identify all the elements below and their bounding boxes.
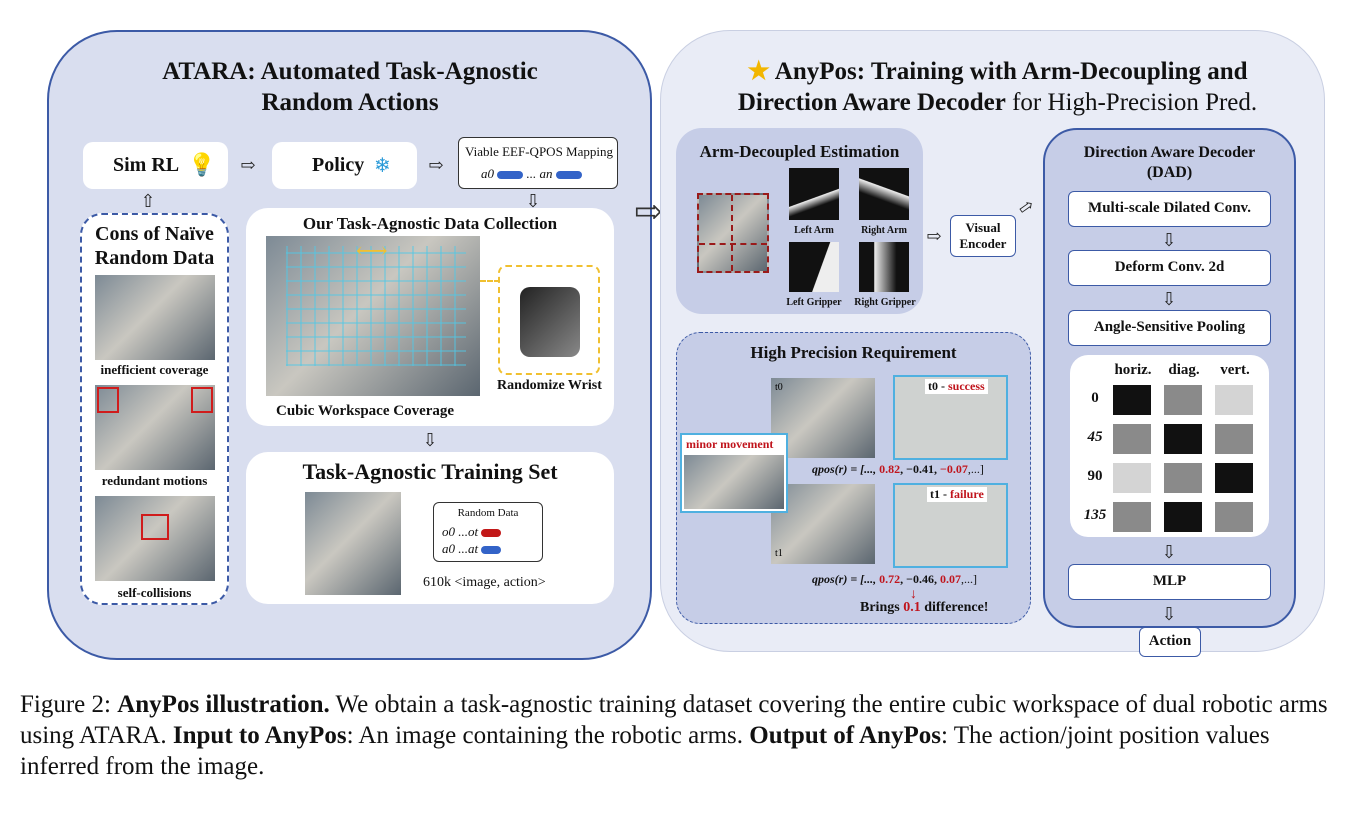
pool-cell — [1164, 424, 1202, 454]
training-stack-image — [305, 492, 401, 595]
cons-image-2 — [95, 385, 215, 470]
action-box: Action — [1139, 627, 1201, 657]
pool-cell — [1215, 424, 1253, 454]
arrow-down-icon: ↓ — [910, 587, 917, 602]
pool-cell — [1215, 385, 1253, 415]
qpos-t1: qpos(r) = [..., 0.72, −0.46, 0.07,...] — [812, 572, 978, 586]
pool-cell — [1113, 424, 1151, 454]
cons-label: self-collisions — [117, 585, 192, 600]
cubic-workspace-image: ⟷ — [266, 236, 480, 396]
t0-image: t0 — [771, 378, 875, 458]
arrow-right-icon: ⇨ — [926, 226, 942, 246]
viable-mapping-box: Viable EEF-QPOS Mapping a0 ... an — [458, 137, 618, 189]
qpos-t0: qpos(r) = [..., 0.82, −0.41, −0.07,...] — [812, 462, 984, 476]
anypos-title: ★ AnyPos: Training with Arm-Decoupling a… — [737, 58, 1258, 116]
wrist-image — [498, 265, 600, 375]
t0-zoom-image: t0 - success — [893, 375, 1008, 460]
action-pill — [497, 171, 524, 180]
data-collection-title: Our Task-Agnostic Data Collection — [302, 214, 558, 233]
pool-cell — [1215, 502, 1253, 532]
high-precision-title: High Precision Requirement — [750, 343, 957, 362]
arrow-right-icon: ⇨ — [634, 194, 663, 231]
policy-label: Policy — [312, 154, 365, 176]
left-arm-mask — [789, 168, 839, 220]
mask-label: Right Arm — [861, 225, 907, 236]
right-arm-mask — [859, 168, 909, 220]
input-image — [697, 193, 769, 273]
action-row: a0 ...at — [442, 541, 479, 556]
pool-col-header: horiz. — [1114, 362, 1152, 378]
arrow-down-icon: ⇩ — [1161, 604, 1177, 624]
pool-row-header: 135 — [1083, 507, 1107, 523]
dataset-count: 610k <image, action> — [423, 575, 546, 590]
training-set-title: Task-Agnostic Training Set — [302, 459, 558, 484]
minor-movement-box: minor movement — [680, 433, 788, 513]
cons-image-1 — [95, 275, 215, 360]
an-label: an — [539, 166, 553, 181]
sim-rl-label: Sim RL — [113, 154, 180, 176]
arrow-down-icon: ⇩ — [1161, 289, 1177, 309]
arrow-down-icon: ⇩ — [422, 430, 438, 450]
brings-difference: Brings 0.1 difference! — [860, 600, 989, 615]
random-data-box: Random Data o0 ...ot a0 ...at — [433, 502, 543, 562]
cubic-coverage-label: Cubic Workspace Coverage — [276, 403, 455, 419]
pool-row-header: 90 — [1087, 468, 1103, 484]
dad-title: Direction Aware Decoder(DAD) — [1083, 144, 1256, 181]
sim-rl-box: Sim RL 💡 — [83, 142, 228, 189]
t1-zoom-image: t1 - failure — [893, 483, 1008, 568]
random-data-label: Random Data — [457, 507, 519, 519]
deform-conv-box: Deform Conv. 2d — [1068, 250, 1271, 286]
mlp-box: MLP — [1068, 564, 1271, 600]
cons-label: inefficient coverage — [100, 362, 209, 377]
arrow-right-icon: ⇨ — [428, 155, 444, 175]
cons-label: redundant motions — [101, 473, 208, 488]
pool-cell — [1164, 502, 1202, 532]
pool-row-header: 45 — [1087, 429, 1103, 445]
mask-label: Left Arm — [794, 225, 834, 236]
arrow-down-icon: ⇩ — [525, 191, 541, 211]
mask-label: Right Gripper — [854, 297, 916, 308]
angle-pooling-box: Angle-Sensitive Pooling — [1068, 310, 1271, 346]
pool-cell — [1113, 463, 1151, 493]
arrow-down-icon: ⇩ — [1161, 230, 1177, 250]
randomize-wrist-label: Randomize Wrist — [497, 378, 602, 393]
a0-label: a0 — [481, 166, 494, 181]
pool-cell — [1215, 463, 1253, 493]
obs-row: o0 ...ot — [442, 524, 479, 539]
pool-cell — [1113, 385, 1151, 415]
right-gripper-mask — [859, 242, 909, 292]
pool-cell — [1164, 463, 1202, 493]
pool-cell — [1113, 502, 1151, 532]
figure-caption: Figure 2: AnyPos illustration. We obtain… — [20, 691, 1328, 780]
left-gripper-mask — [789, 242, 839, 292]
double-arrow-icon: ⟷ — [356, 238, 388, 263]
pool-row-header: 0 — [1091, 390, 1099, 406]
t1-image: t1 — [771, 484, 875, 564]
arrow-right-icon: ⇨ — [240, 155, 256, 175]
dilated-conv-box: Multi-scale Dilated Conv. — [1068, 191, 1271, 227]
arrow-down-icon: ⇩ — [1161, 542, 1177, 562]
pool-col-header: vert. — [1220, 362, 1250, 378]
action-pill — [555, 171, 582, 180]
viable-mapping-label: Viable EEF-QPOS Mapping — [465, 144, 613, 159]
snowflake-icon: ❄ — [374, 155, 391, 177]
arm-decoupled-title: Arm-Decoupled Estimation — [699, 142, 900, 161]
arrow-up-icon: ⇧ — [140, 191, 156, 211]
policy-box: Policy ❄ — [272, 142, 417, 189]
pool-col-header: diag. — [1168, 362, 1200, 378]
lightbulb-icon: 💡 — [188, 152, 216, 177]
mask-label: Left Gripper — [786, 297, 842, 308]
cons-image-3 — [95, 496, 215, 581]
pool-cell — [1164, 385, 1202, 415]
star-icon: ★ — [747, 58, 770, 85]
